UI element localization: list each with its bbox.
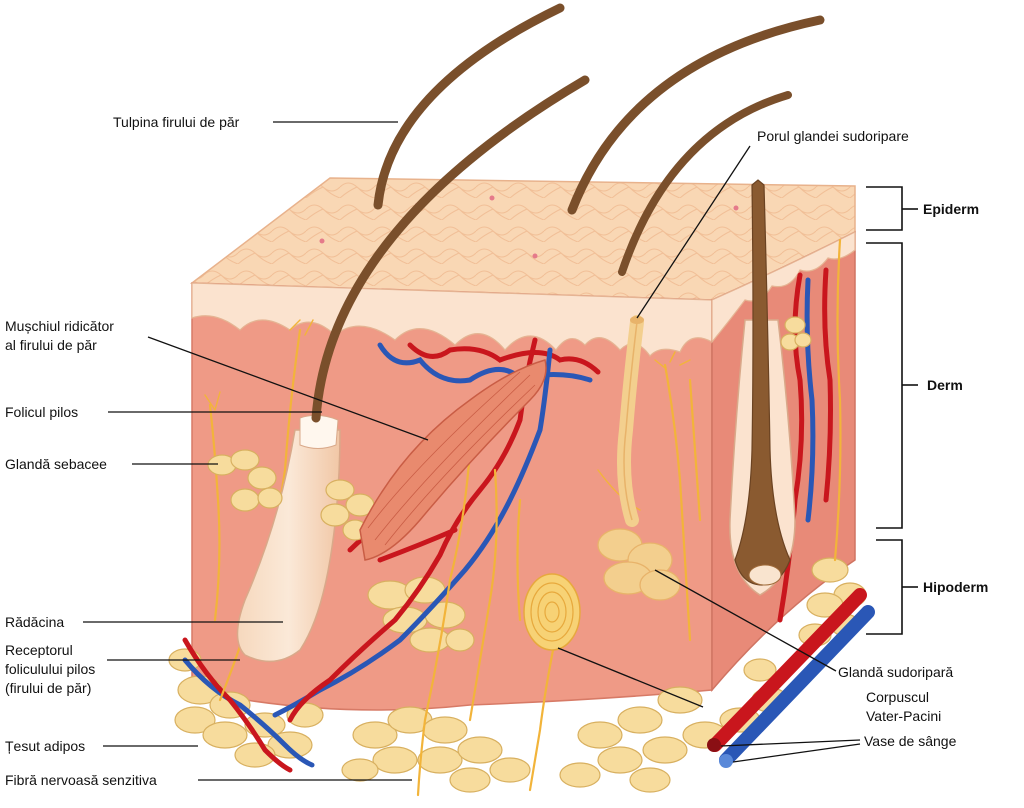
hair-shafts [311,3,825,423]
epidermis-side-band [711,231,856,344]
label-arrector-pili-line1: Mușchiul ridicător [5,318,114,334]
layer-hypodermis: Hipoderm [923,579,988,595]
label-receptor-line2: foliculului pilos [5,661,95,677]
label-sweat-pore: Porul glandei sudoripare [757,128,909,144]
label-hair-follicle: Folicul pilos [5,404,78,420]
label-hair-shaft: Tulpina firului de păr [113,114,240,130]
label-arrector-pili-line2: al firului de păr [5,337,97,353]
blood-vessels-pair [707,588,875,768]
label-root: Rădăcina [5,614,64,630]
label-sweat-gland: Glandă sudoripară [838,664,953,680]
leader-lines [83,121,861,781]
left-hair-follicle [207,414,375,663]
diagram-labels: Tulpina firului de păr Mușchiul ridicăto… [5,114,988,788]
label-sensory-nerve: Fibră nervoasă senzitiva [5,772,157,788]
sweat-gland [597,315,681,601]
label-receptor-line3: (firului de păr) [5,680,91,696]
layer-epidermis: Epiderm [923,201,979,217]
layer-brackets [866,186,918,635]
label-receptor-line1: Receptorul [5,642,73,658]
sebaceous-gland [207,449,375,541]
side-hair-follicle [729,179,812,596]
label-pacini-line1: Corpuscul [866,689,929,705]
layer-dermis: Derm [927,377,963,393]
label-pacini-line2: Vater-Pacini [866,708,941,724]
arrector-pili-muscle [359,359,547,561]
blood-vessel-network [182,337,601,773]
label-blood-vessels: Vase de sânge [864,733,957,749]
sensory-nerve-network [204,238,842,797]
label-adipose-tissue: Țesut adipos [5,738,85,754]
label-sebaceous-gland: Glandă sebacee [5,456,107,472]
pacinian-corpuscle [523,573,581,651]
